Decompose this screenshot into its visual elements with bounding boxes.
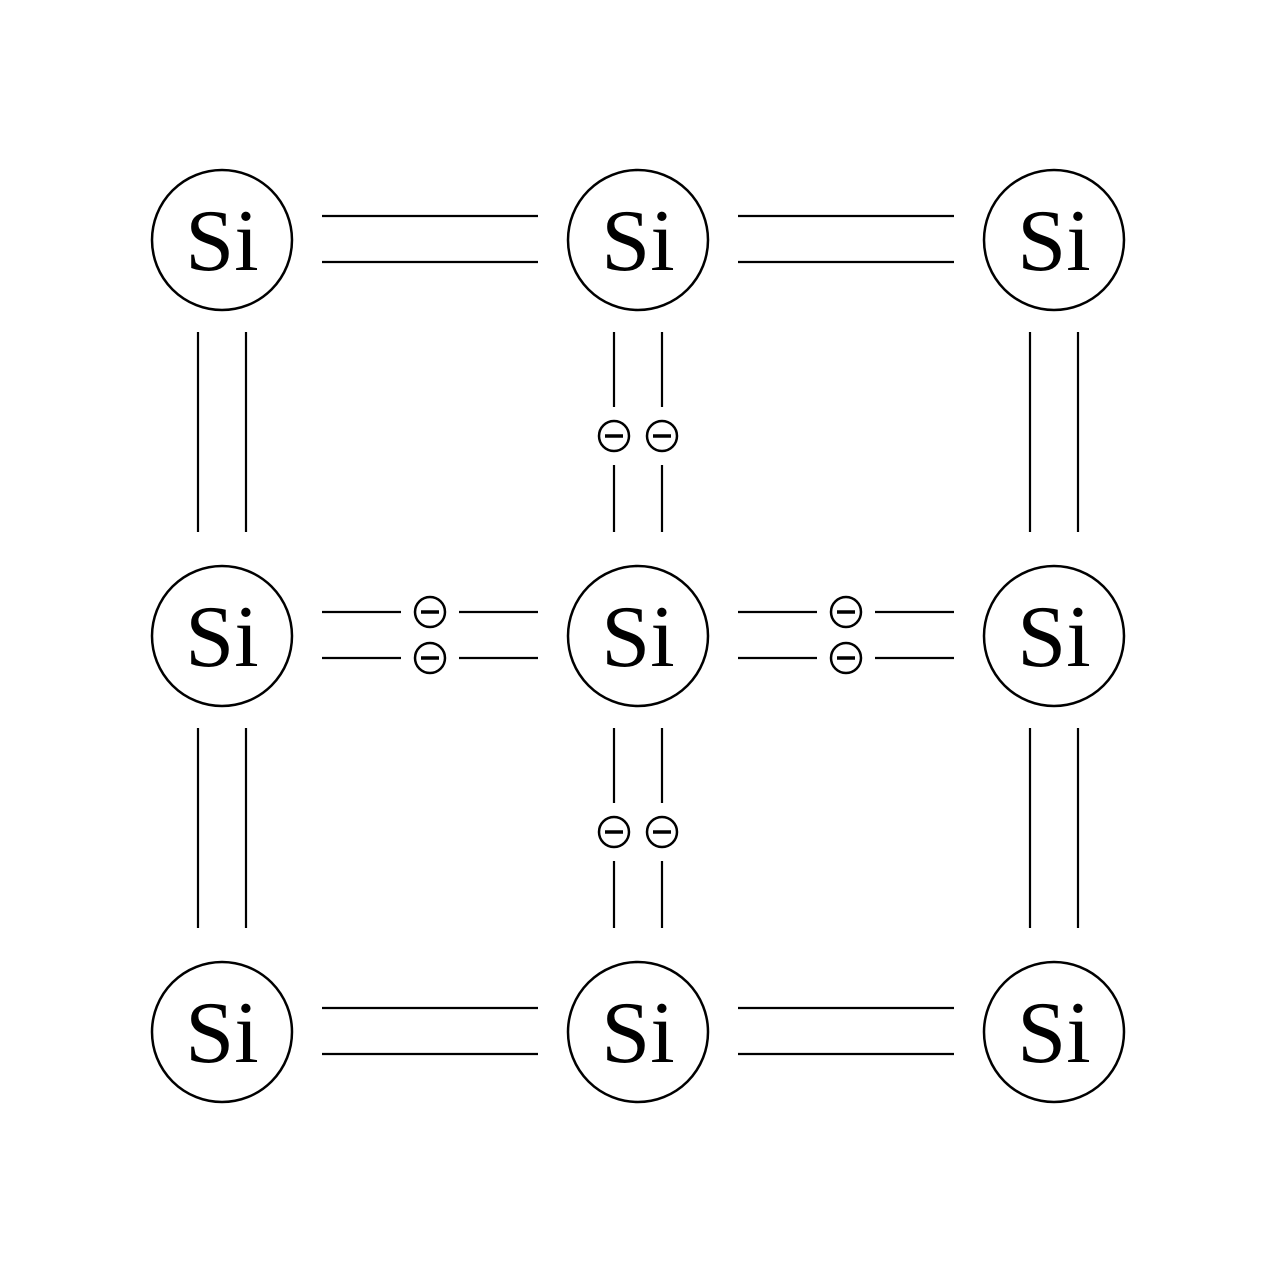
electron-circle (597, 815, 631, 849)
atom-circle (566, 168, 710, 312)
electron-circle (597, 419, 631, 453)
electron (413, 641, 447, 675)
electron-circle (829, 595, 863, 629)
atom-circle (150, 168, 294, 312)
electron-circle (413, 595, 447, 629)
electron-circle (645, 419, 679, 453)
electron (413, 595, 447, 629)
atom-label: Si (1017, 589, 1090, 686)
atom-circle (150, 960, 294, 1104)
atom-label: Si (185, 985, 258, 1082)
electron-circle (645, 815, 679, 849)
electron-circle (829, 641, 863, 675)
atom-label: Si (185, 589, 258, 686)
atom-circle (982, 168, 1126, 312)
atom-label: Si (1017, 193, 1090, 290)
electron-circle (413, 641, 447, 675)
electron (829, 595, 863, 629)
atom-circle (982, 564, 1126, 708)
atom-label: Si (185, 193, 258, 290)
atom-label: Si (1017, 985, 1090, 1082)
electron (645, 815, 679, 849)
atom-circle (150, 564, 294, 708)
atom-circle (982, 960, 1126, 1104)
electron (829, 641, 863, 675)
electron (597, 419, 631, 453)
atom-circle (566, 564, 710, 708)
electron (597, 815, 631, 849)
atom-label: Si (601, 589, 674, 686)
atom-label: Si (601, 985, 674, 1082)
atom-label: Si (601, 193, 674, 290)
atom-circle (566, 960, 710, 1104)
electron (645, 419, 679, 453)
